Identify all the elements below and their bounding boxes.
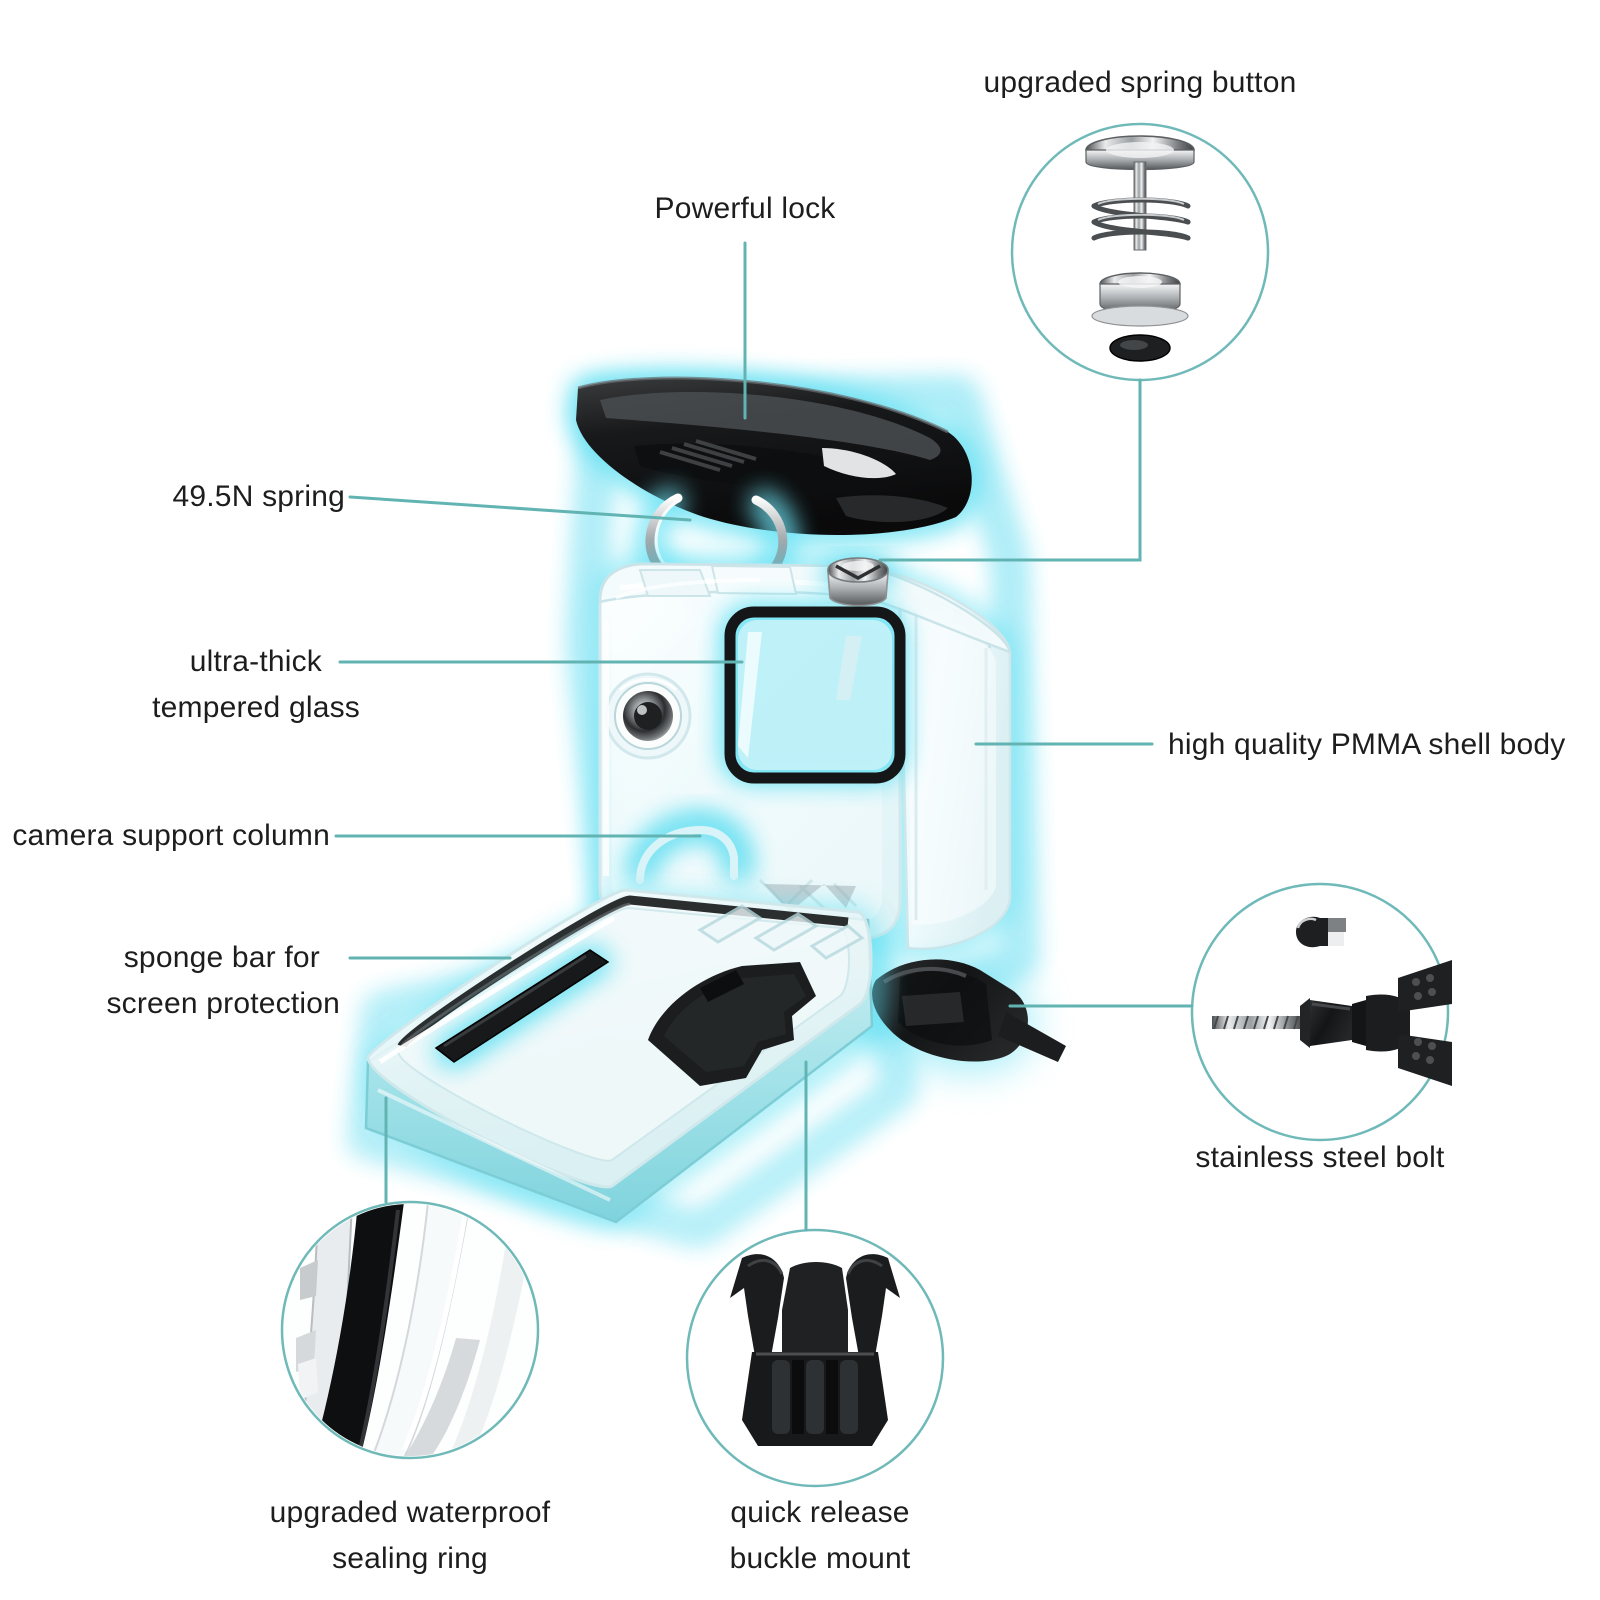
label-powerful-lock: Powerful lock [654,192,836,225]
callout-buckle-mount [685,1228,945,1488]
sponge-bar [434,948,612,1066]
lens-port [604,672,692,760]
label-sponge-bar-line2: screen protection [106,987,340,1020]
label-buckle-mount-line2: buckle mount [729,1542,911,1575]
housing-back-door [364,888,882,1224]
camera-support-column [630,815,748,884]
label-camera-support-column: camera support column [12,819,330,852]
label-sealing-ring-line1: upgraded waterproof [269,1496,551,1529]
label-pmma-shell-body: high quality PMMA shell body [1168,728,1566,761]
label-tempered-glass-line1: ultra-thick [189,645,322,678]
label-upgraded-spring-button: upgraded spring button [983,66,1297,99]
pmma-shell-body [598,557,1012,953]
callout-sealing-ring [280,1200,540,1460]
label-sealing-ring-line2: sealing ring [332,1542,488,1575]
housing-thumbscrew [872,959,1066,1072]
housing-spring-button [824,557,892,607]
callout-stainless-steel-bolt [1190,882,1452,1142]
label-buckle-mount-line1: quick release [730,1496,910,1529]
door-buckle-mount [648,962,816,1086]
label-sponge-bar-line1: sponge bar for [123,941,320,974]
label-stainless-steel-bolt: stainless steel bolt [1195,1141,1445,1174]
label-49n-spring: 49.5N spring [172,480,345,513]
label-tempered-glass-line2: tempered glass [152,691,360,724]
tempered-glass-window [724,606,906,784]
callout-spring-button [1010,122,1270,382]
